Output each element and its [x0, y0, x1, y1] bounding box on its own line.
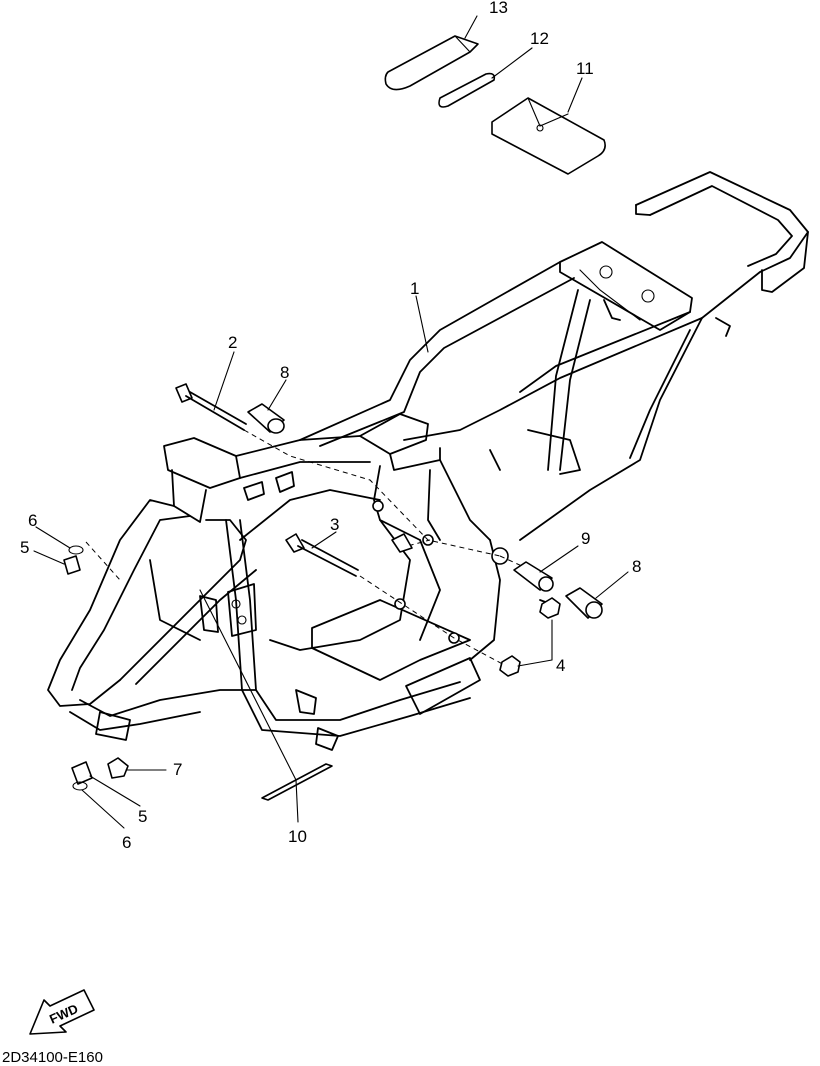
callout-6-upper: 6 [28, 511, 37, 530]
callout-3: 3 [330, 515, 339, 534]
callout-7: 7 [173, 760, 182, 779]
part-7-plug [107, 757, 129, 779]
part-12-band [438, 72, 496, 108]
callout-11: 11 [576, 59, 594, 78]
part-3-bolt [285, 533, 359, 577]
callout-8-lower: 8 [632, 557, 641, 576]
part-11-case [491, 97, 606, 175]
callout-8-upper: 8 [280, 363, 289, 382]
callout-5-upper: 5 [20, 538, 29, 557]
assembly-guide-lines [85, 429, 549, 669]
part-5-grommet-upper [63, 555, 81, 575]
part-6-ring-upper [68, 545, 84, 555]
callout-labels: 13 12 11 1 2 8 3 6 5 9 8 4 7 5 6 10 [20, 0, 641, 852]
callout-12: 12 [530, 29, 549, 48]
part-8-collar-upper [247, 403, 285, 434]
part-1-frame [47, 171, 809, 751]
part-4-nut-upper [539, 597, 561, 619]
part-5-grommet-lower [71, 761, 93, 785]
callout-2: 2 [228, 333, 237, 352]
part-10-plate [261, 763, 333, 801]
callout-1: 1 [410, 279, 419, 298]
fwd-arrow-icon: FWD [29, 989, 95, 1035]
part-4-nut-lower [499, 655, 521, 677]
callout-13: 13 [489, 0, 508, 17]
part-6-ring-lower [72, 781, 88, 791]
drawing-code: 2D34100-E160 [2, 1049, 103, 1066]
callout-5-lower: 5 [138, 807, 147, 826]
callout-9: 9 [581, 529, 590, 548]
part-2-bolt [175, 383, 247, 431]
center-bolt [391, 533, 413, 553]
callout-10: 10 [288, 827, 307, 846]
callout-6-lower: 6 [122, 833, 131, 852]
leader-lines [33, 15, 629, 829]
part-13-tag [384, 35, 479, 91]
part-8-collar-lower [565, 587, 603, 619]
callout-4: 4 [556, 656, 565, 675]
part-9-collar [513, 561, 554, 592]
